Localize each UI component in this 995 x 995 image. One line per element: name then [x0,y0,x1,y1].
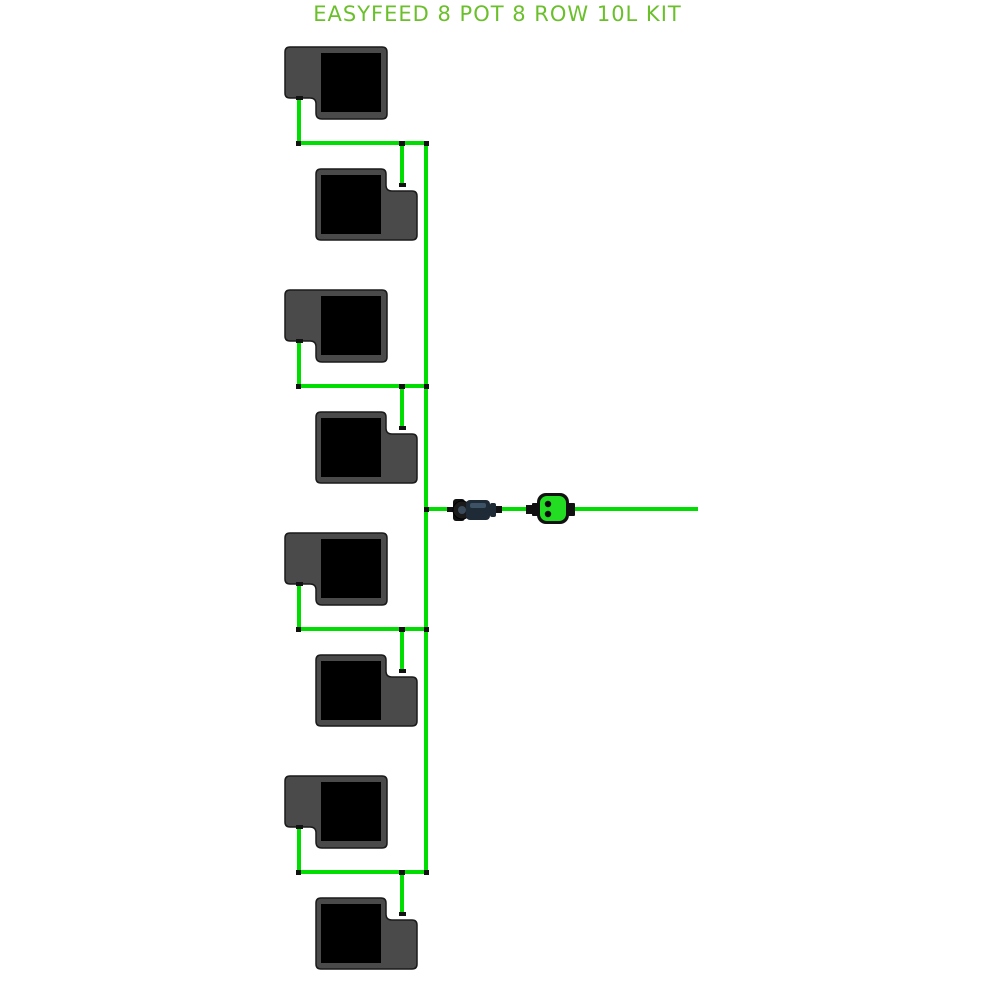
tap-valve-icon [526,493,575,524]
pot-pair-2 [284,289,429,484]
kit-title: EASYFEED 8 POT 8 ROW 10L KIT [313,2,682,26]
inline-filter-icon [447,499,502,521]
pot-pair-3 [284,532,429,727]
pot-pair-4 [284,775,429,970]
pot-pair-1 [284,46,429,241]
